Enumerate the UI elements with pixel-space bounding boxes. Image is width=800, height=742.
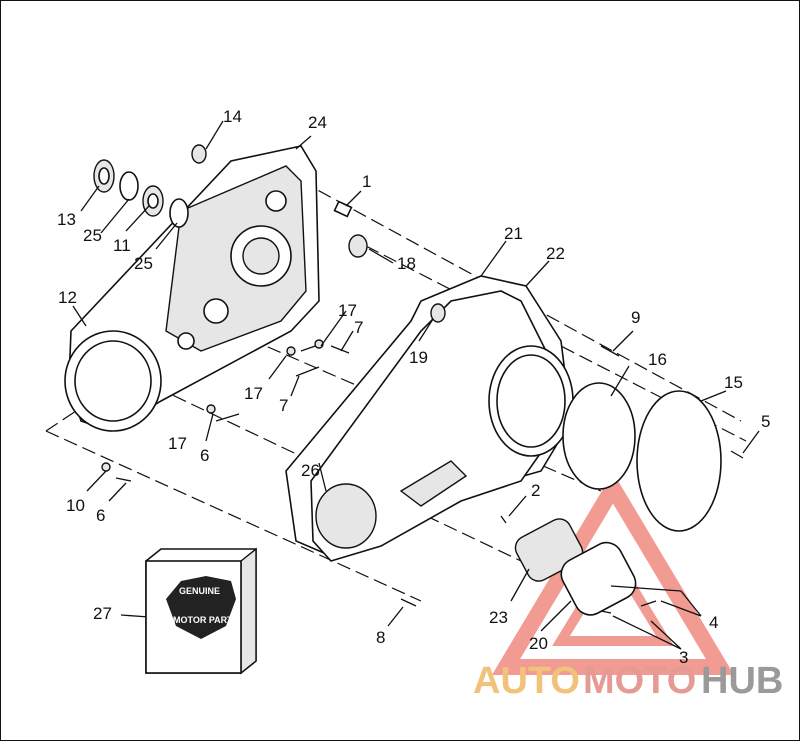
callout-7a: 7 [354,318,363,337]
callout-11: 11 [113,236,131,255]
callout-3: 3 [679,648,688,667]
callout-18: 18 [397,254,416,273]
callout-17b: 17 [244,384,263,403]
callout-14: 14 [223,107,242,126]
callout-26: 26 [301,461,320,480]
callout-24: 24 [308,113,327,132]
callout-1: 1 [362,172,371,191]
genuine-parts-box: GENUINE MOTOR PARTS [145,547,257,675]
callout-20: 20 [529,634,548,653]
fasteners [101,339,744,614]
outer-primary-cover [285,275,574,562]
callout-13: 13 [57,210,76,229]
callout-4: 4 [709,613,718,632]
callout-16: 16 [648,350,667,369]
callout-25a: 25 [83,226,102,245]
callout-labels: 1 2 3 4 5 6 6 7 7 8 9 10 11 12 13 14 15 … [57,107,770,667]
callout-7b: 7 [279,396,288,415]
callout-8: 8 [376,628,385,647]
callout-27: 27 [93,604,112,623]
callout-19: 19 [409,348,428,367]
leader-lines [72,120,760,650]
callout-23: 23 [489,608,508,627]
inner-primary-housing [64,145,320,432]
watermark-moto: MOTO [583,660,696,702]
callout-17a: 17 [338,301,357,320]
callout-25b: 25 [134,254,153,273]
badge-genuine-text: GENUINE [179,586,220,596]
callout-15: 15 [724,373,743,392]
callout-2: 2 [531,481,540,500]
callout-9: 9 [631,308,640,327]
callout-17c: 17 [168,434,187,453]
callout-21: 21 [504,224,523,243]
callout-12: 12 [58,288,77,307]
callout-6b: 6 [96,506,105,525]
inspection-cover-group [514,518,637,616]
callout-10: 10 [66,496,85,515]
callout-22: 22 [546,244,565,263]
badge-motor-parts-text: MOTOR PARTS [173,615,239,625]
bearing-stack [93,144,368,258]
watermark-hub: HUB [701,660,783,702]
callout-6a: 6 [200,446,209,465]
watermark-auto: AUTO [473,660,580,702]
callout-5: 5 [761,412,770,431]
watermark-logo: AUTO MOTO HUB [473,660,783,702]
derby-cover-group [562,382,722,532]
